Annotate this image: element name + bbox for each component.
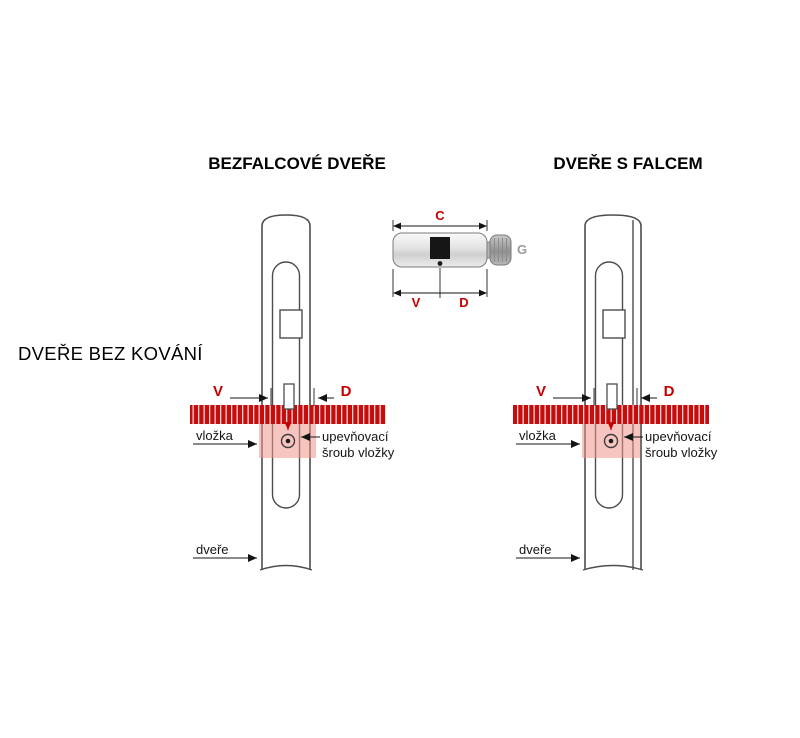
door-label: dveře (196, 542, 229, 557)
right-diagram: V D vložka upevňovací šroub vložky dveře (513, 214, 718, 571)
dim-label-d: D (341, 383, 352, 400)
fixing-screw-hole (437, 261, 443, 266)
measure-extension-lines (270, 388, 315, 406)
fixing-screw (280, 433, 296, 449)
c-arrow-right (479, 222, 487, 230)
door-label: dveře (519, 542, 552, 557)
fixing-screw-center (285, 438, 291, 444)
cylinder-label: vložka (196, 428, 234, 443)
latch-opening (279, 309, 303, 339)
left-diagram: V D vložka upevňovací šroub vložky dveře (190, 214, 395, 571)
ruler-band (513, 405, 709, 424)
screw-label-line2: šroub vložky (645, 445, 718, 460)
screw-label-line1: upevňovací (322, 429, 389, 444)
cylinder-slot (283, 383, 295, 410)
fixing-screw-center (608, 438, 614, 444)
ruler-band (190, 405, 386, 424)
knob-ridges (494, 238, 507, 262)
measure-extension-lines (593, 388, 638, 406)
dim-label-d: D (459, 295, 468, 310)
row-title: DVEŘE BEZ KOVÁNÍ (18, 343, 203, 364)
door-break-line (582, 564, 644, 571)
cylinder-cam (430, 237, 450, 259)
dim-label-v: V (412, 295, 421, 310)
fixing-screw (603, 433, 619, 449)
dim-label-v: V (536, 383, 546, 400)
c-extension-lines (392, 220, 488, 231)
left-column-title: BEZFALCOVÉ DVEŘE (208, 154, 386, 173)
cylinder-detail: C G V D (392, 208, 527, 310)
latch-opening (602, 309, 626, 339)
thumbturn-knob (489, 234, 512, 266)
screw-label-line1: upevňovací (645, 429, 712, 444)
door-break-line (259, 564, 313, 571)
c-arrow-left (393, 222, 401, 230)
cylinder-label: vložka (519, 428, 557, 443)
cylinder-slot (606, 383, 618, 410)
screw-label-line2: šroub vložky (322, 445, 395, 460)
dim-label-v: V (213, 383, 223, 400)
dim-label-d: D (664, 383, 675, 400)
dim-label-c: C (435, 208, 445, 223)
knob-label: G (517, 242, 527, 257)
right-column-title: DVEŘE S FALCEM (553, 154, 702, 173)
vd-arrow-left (393, 289, 401, 297)
vd-arrow-right (479, 289, 487, 297)
